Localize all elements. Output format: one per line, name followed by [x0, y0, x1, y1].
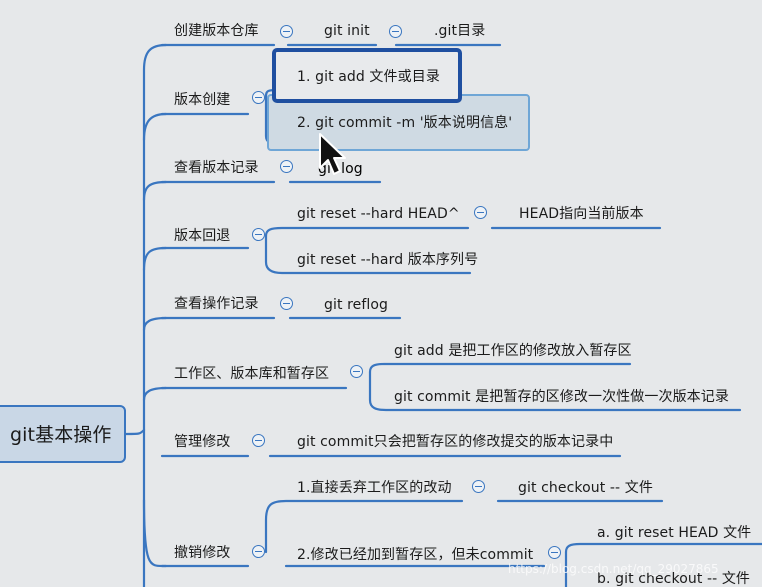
node-commit-staged-only[interactable]: git commit只会把暂存区的修改提交的版本记录中 [297, 434, 614, 450]
node-reset-sequence[interactable]: git reset --hard 版本序列号 [297, 252, 479, 268]
branch-view-log[interactable]: 查看版本记录 [174, 160, 259, 176]
branch-reflog[interactable]: 查看操作记录 [174, 296, 259, 312]
collapse-toggle-reset-head[interactable] [474, 206, 487, 219]
mouse-pointer-icon [319, 133, 346, 175]
collapse-toggle-view-log[interactable] [280, 160, 293, 173]
node-git-reflog[interactable]: git reflog [324, 297, 389, 313]
node-git-init[interactable]: git init [324, 23, 370, 39]
node-git-dir[interactable]: .git目录 [434, 23, 486, 39]
node-git-commit-note[interactable]: git commit 是把暂存的区修改一次性做一次版本记录 [394, 389, 729, 405]
collapse-toggle-undo-changes[interactable] [252, 545, 265, 558]
node-checkout-file-b[interactable]: b. git checkout -- 文件 [597, 571, 751, 587]
branch-manage-changes[interactable]: 管理修改 [174, 434, 231, 450]
collapse-toggle-reflog[interactable] [280, 297, 293, 310]
node-git-add[interactable]: 1. git add 文件或目录 [297, 69, 440, 85]
collapse-toggle-discard[interactable] [472, 480, 485, 493]
collapse-toggle-staged[interactable] [548, 546, 561, 559]
branch-version-create[interactable]: 版本创建 [174, 92, 231, 108]
root-node-label: git基本操作 [10, 424, 112, 446]
node-reset-head-file[interactable]: a. git reset HEAD 文件 [597, 525, 752, 541]
node-reset-head[interactable]: git reset --hard HEAD^ [297, 206, 460, 222]
node-git-commit[interactable]: 2. git commit -m '版本说明信息' [297, 115, 513, 131]
collapse-toggle-version-create[interactable] [252, 91, 265, 104]
selection-highlight-add[interactable] [272, 48, 462, 103]
collapse-toggle-workspace[interactable] [350, 365, 363, 378]
collapse-toggle-manage-changes[interactable] [252, 434, 265, 447]
branch-workspace[interactable]: 工作区、版本库和暂存区 [174, 366, 330, 382]
root-node[interactable] [0, 405, 126, 463]
node-head-note[interactable]: HEAD指向当前版本 [519, 206, 644, 222]
node-git-add-note[interactable]: git add 是把工作区的修改放入暂存区 [394, 343, 632, 359]
branch-rollback[interactable]: 版本回退 [174, 228, 231, 244]
node-discard-worktree[interactable]: 1.直接丢弃工作区的改动 [297, 480, 452, 496]
node-staged-not-committed[interactable]: 2.修改已经加到暂存区，但未commit [297, 547, 534, 563]
collapse-toggle-create-repo[interactable] [280, 25, 293, 38]
collapse-toggle-git-init[interactable] [389, 25, 402, 38]
branch-undo-changes[interactable]: 撤销修改 [174, 545, 231, 561]
node-checkout-file[interactable]: git checkout -- 文件 [518, 480, 653, 496]
watermark-text: https://blog.csdn.net/qq_29027865 [508, 562, 719, 576]
branch-create-repo[interactable]: 创建版本仓库 [174, 23, 259, 39]
collapse-toggle-rollback[interactable] [252, 228, 265, 241]
